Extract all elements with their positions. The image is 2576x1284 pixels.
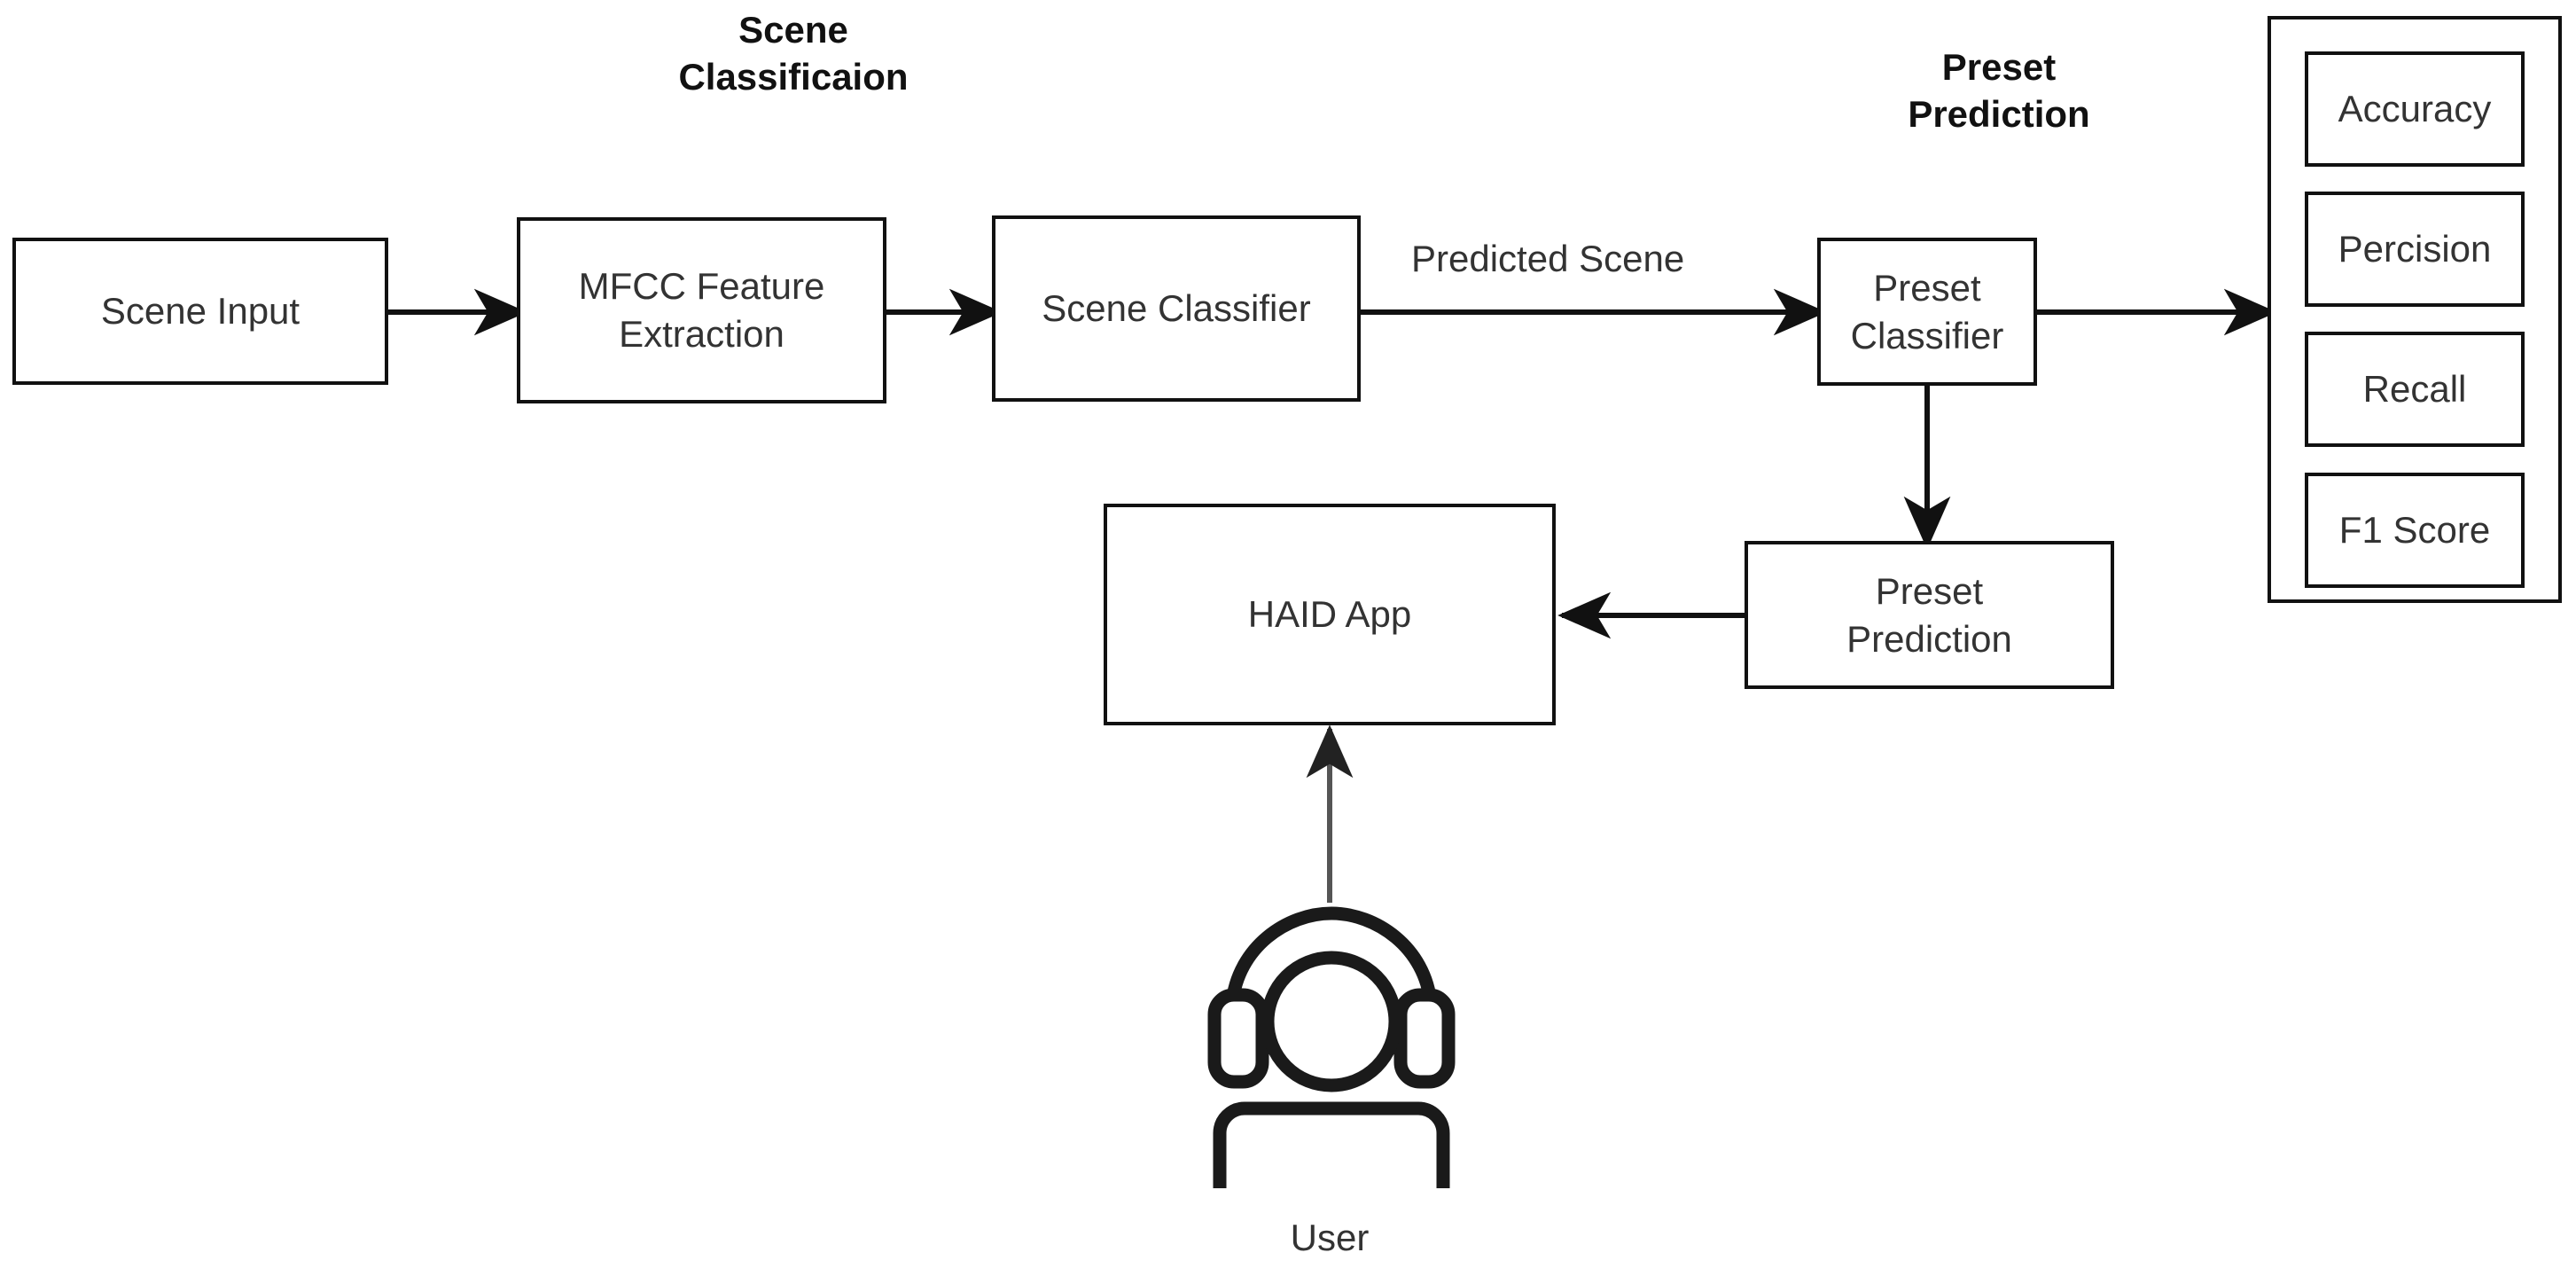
section-title-scene-classification: Scene Classificaion xyxy=(678,9,909,98)
metric-percision[interactable]: Percision xyxy=(2305,192,2525,307)
edge-label-predicted-scene: Predicted Scene xyxy=(1411,238,1685,279)
node-scene-input[interactable]: Scene Input xyxy=(12,238,388,385)
node-haid-app[interactable]: HAID App xyxy=(1104,504,1556,725)
node-preset-prediction[interactable]: Preset Prediction xyxy=(1745,541,2114,689)
node-scene-classifier[interactable]: Scene Classifier xyxy=(992,215,1361,402)
metric-recall[interactable]: Recall xyxy=(2305,332,2525,447)
node-preset-classifier[interactable]: Preset Classifier xyxy=(1817,238,2037,386)
user-with-headphones-icon xyxy=(1207,906,1456,1188)
metric-accuracy[interactable]: Accuracy xyxy=(2305,51,2525,167)
section-title-preset-prediction: Preset Prediction xyxy=(1908,46,2090,135)
metric-f1-score[interactable]: F1 Score xyxy=(2305,473,2525,588)
node-mfcc-feature-extraction[interactable]: MFCC Feature Extraction xyxy=(517,217,886,403)
actor-label-user: User xyxy=(1290,1217,1370,1258)
